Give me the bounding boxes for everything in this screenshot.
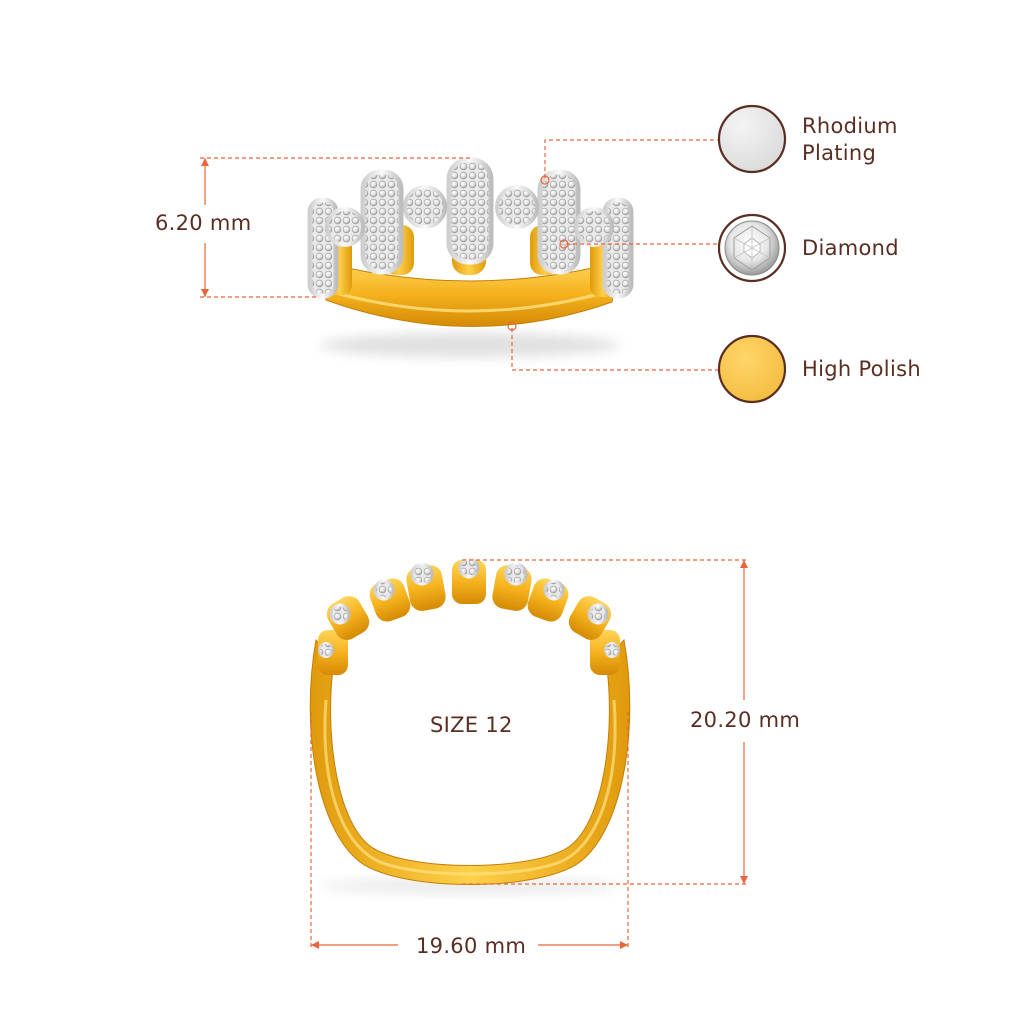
ring-top-view (307, 157, 634, 357)
leader-polish (511, 328, 718, 371)
ring-width-label: 19.60 mm (416, 934, 527, 958)
height-top-label: 6.20 mm (155, 211, 252, 235)
legend-label-diamond: Diamond (802, 236, 899, 260)
dimension-lines (200, 139, 748, 950)
leader-rhodium (544, 139, 718, 178)
legend-label-rhodium: Rhodium Plating (802, 114, 898, 165)
dimension-arrows (201, 158, 748, 949)
ring-front-view (309, 557, 631, 894)
rhodium-swatch (717, 104, 787, 174)
ring-height-label: 20.20 mm (690, 708, 801, 732)
gold-swatch (717, 334, 787, 404)
legend-swatches (717, 104, 787, 404)
ring-size-label: SIZE 12 (430, 713, 513, 737)
diamond-swatch (717, 213, 787, 283)
legend-label-polish: High Polish (802, 357, 921, 381)
